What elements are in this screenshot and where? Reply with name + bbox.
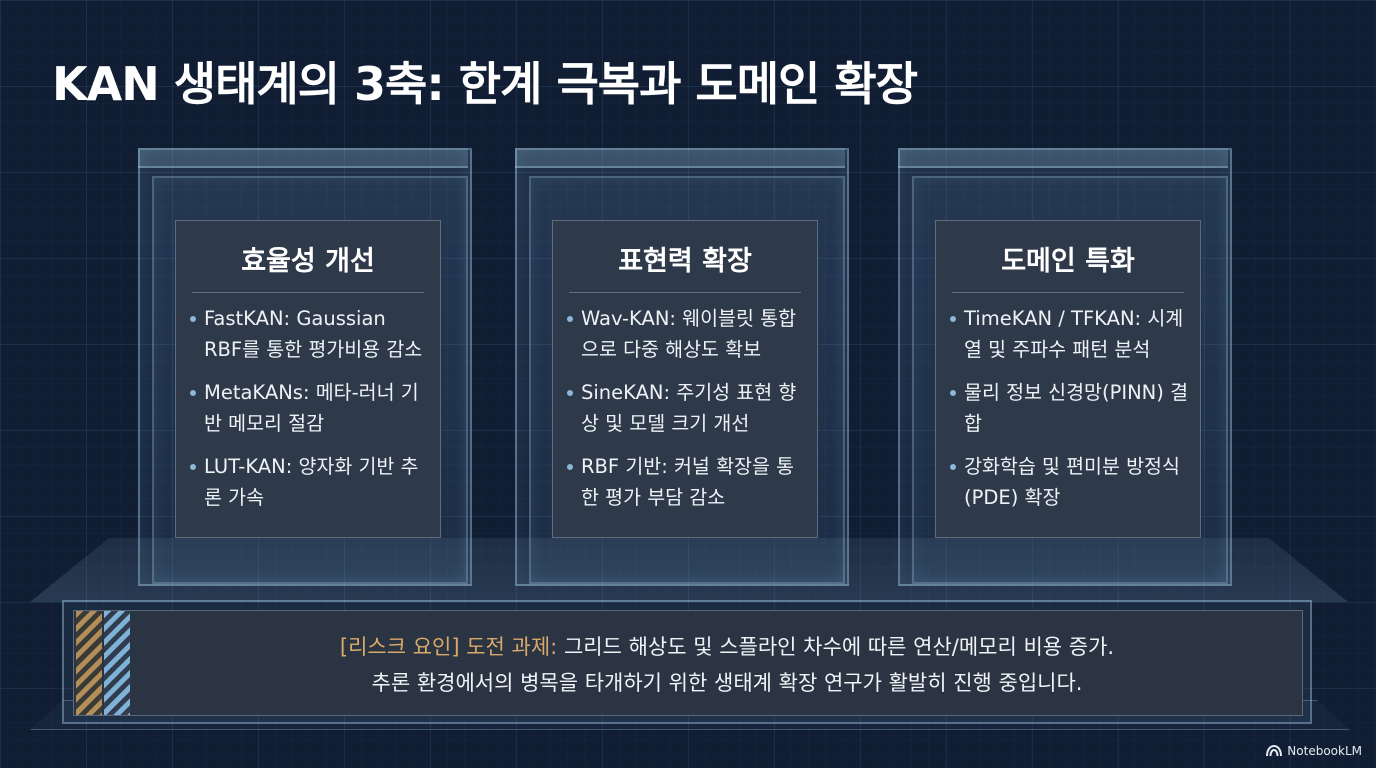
list-item: LUT-KAN: 양자화 기반 추론 가속: [190, 451, 430, 513]
divider: [952, 292, 1184, 293]
bullet-icon: [950, 390, 956, 396]
glass-rim: [515, 148, 845, 168]
pillar-efficiency: 효율성 개선 FastKAN: Gaussian RBF를 통한 평가비용 감소…: [138, 148, 484, 586]
pillar-card: 도메인 특화 TimeKAN / TFKAN: 시계열 및 주파수 패턴 분석 …: [935, 220, 1201, 538]
pillar-expressiveness: 표현력 확장 Wav-KAN: 웨이블릿 통합으로 다중 해상도 확보 Sine…: [515, 148, 861, 586]
list-item-text: 물리 정보 신경망(PINN) 결합: [964, 381, 1189, 435]
list-item: RBF 기반: 커널 확장을 통한 평가 부담 감소: [567, 451, 807, 513]
bullet-icon: [567, 464, 573, 470]
pillar-item-list: FastKAN: Gaussian RBF를 통한 평가비용 감소 MetaKA…: [176, 303, 440, 513]
risk-line-1: [리스크 요인] 도전 과제: 그리드 해상도 및 스플라인 차수에 따른 연산…: [152, 629, 1302, 665]
list-item: 물리 정보 신경망(PINN) 결합: [950, 377, 1190, 439]
pillar-heading: 효율성 개선: [241, 246, 375, 277]
pillar-card: 표현력 확장 Wav-KAN: 웨이블릿 통합으로 다중 해상도 확보 Sine…: [552, 220, 818, 538]
brand-name: NotebookLM: [1287, 744, 1362, 758]
divider: [569, 292, 801, 293]
slide-title: KAN 생태계의 3축: 한계 극복과 도메인 확장: [52, 57, 918, 111]
bullet-icon: [950, 316, 956, 322]
pillar-item-list: TimeKAN / TFKAN: 시계열 및 주파수 패턴 분석 물리 정보 신…: [936, 303, 1200, 513]
pillar-heading: 도메인 특화: [1001, 246, 1135, 277]
bullet-icon: [567, 390, 573, 396]
list-item: Wav-KAN: 웨이블릿 통합으로 다중 해상도 확보: [567, 303, 807, 365]
glass-rim: [898, 148, 1228, 168]
risk-tag: [리스크 요인] 도전 과제:: [339, 635, 558, 659]
bullet-icon: [190, 464, 196, 470]
list-item-text: MetaKANs: 메타-러너 기반 메모리 절감: [204, 381, 419, 435]
pillar-domain: 도메인 특화 TimeKAN / TFKAN: 시계열 및 주파수 패턴 분석 …: [898, 148, 1244, 586]
list-item: MetaKANs: 메타-러너 기반 메모리 절감: [190, 377, 430, 439]
divider: [192, 292, 424, 293]
bullet-icon: [190, 316, 196, 322]
pillar-heading: 표현력 확장: [618, 246, 752, 277]
pillar-item-list: Wav-KAN: 웨이블릿 통합으로 다중 해상도 확보 SineKAN: 주기…: [553, 303, 817, 513]
list-item: FastKAN: Gaussian RBF를 통한 평가비용 감소: [190, 303, 430, 365]
list-item-text: Wav-KAN: 웨이블릿 통합으로 다중 해상도 확보: [581, 307, 797, 361]
risk-text: [리스크 요인] 도전 과제: 그리드 해상도 및 스플라인 차수에 따른 연산…: [152, 629, 1302, 701]
platform-top-face: [30, 538, 1348, 602]
pillar-card: 효율성 개선 FastKAN: Gaussian RBF를 통한 평가비용 감소…: [175, 220, 441, 538]
bullet-icon: [567, 316, 573, 322]
risk-panel: [리스크 요인] 도전 과제: 그리드 해상도 및 스플라인 차수에 따른 연산…: [73, 610, 1303, 716]
list-item: TimeKAN / TFKAN: 시계열 및 주파수 패턴 분석: [950, 303, 1190, 365]
risk-line-2: 추론 환경에서의 병목을 타개하기 위한 생태계 확장 연구가 활발히 진행 중…: [371, 671, 1083, 695]
list-item-text: SineKAN: 주기성 표현 향상 및 모델 크기 개선: [581, 381, 797, 435]
list-item: 강화학습 및 편미분 방정식(PDE) 확장: [950, 451, 1190, 513]
list-item: SineKAN: 주기성 표현 향상 및 모델 크기 개선: [567, 377, 807, 439]
list-item-text: TimeKAN / TFKAN: 시계열 및 주파수 패턴 분석: [964, 307, 1184, 361]
brand-badge: NotebookLM: [1266, 744, 1362, 758]
bullet-icon: [190, 390, 196, 396]
hazard-stripe-blue: [104, 611, 130, 715]
notebooklm-logo-icon: [1266, 745, 1283, 757]
glass-rim: [138, 148, 468, 168]
risk-line-1-text: 그리드 해상도 및 스플라인 차수에 따른 연산/메모리 비용 증가.: [563, 635, 1115, 659]
bullet-icon: [950, 464, 956, 470]
list-item-text: LUT-KAN: 양자화 기반 추론 가속: [204, 455, 419, 509]
list-item-text: FastKAN: Gaussian RBF를 통한 평가비용 감소: [204, 307, 423, 361]
list-item-text: RBF 기반: 커널 확장을 통한 평가 부담 감소: [581, 455, 795, 509]
list-item-text: 강화학습 및 편미분 방정식(PDE) 확장: [964, 455, 1180, 509]
hazard-stripe-amber: [76, 611, 102, 715]
